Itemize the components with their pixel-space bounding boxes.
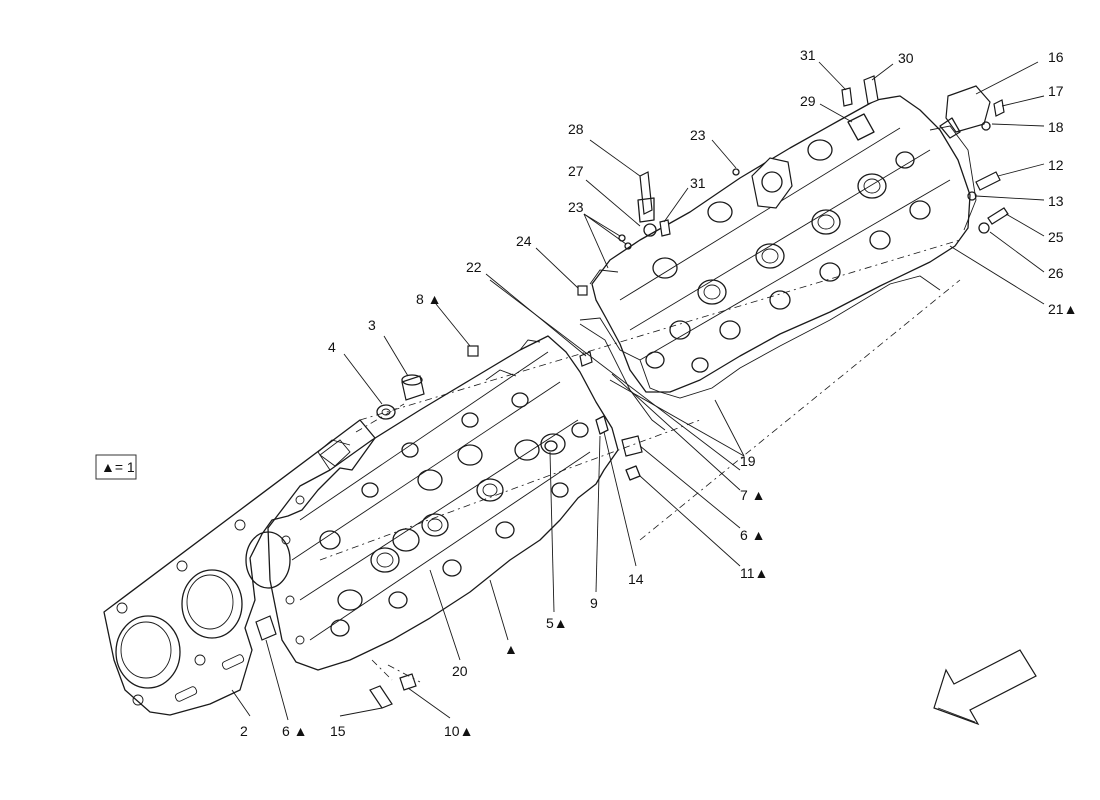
callout-4: 4 xyxy=(328,339,336,355)
callout-7: 7 ▲ xyxy=(740,487,766,503)
callout-18: 18 xyxy=(1048,119,1064,135)
callout-9: 9 xyxy=(590,595,598,611)
callout-30: 30 xyxy=(898,50,914,66)
callout-13: 13 xyxy=(1048,193,1064,209)
callout-23-top: 23 xyxy=(690,127,706,143)
front-direction-arrow-icon xyxy=(933,649,1037,726)
callout-6-left: 6 ▲ xyxy=(282,723,308,739)
small-parts xyxy=(255,75,1009,709)
callout-12: 12 xyxy=(1048,157,1064,173)
callout-28: 28 xyxy=(568,121,584,137)
right-cylinder-head xyxy=(579,95,977,431)
callout-16: 16 xyxy=(1048,49,1064,65)
callout-19: 19 xyxy=(740,453,756,469)
callout-27: 27 xyxy=(568,163,584,179)
legend-text: ▲= 1 xyxy=(101,459,135,475)
callout-14: 14 xyxy=(628,571,644,587)
callout-20: 20 xyxy=(452,663,468,679)
head-gasket xyxy=(103,419,376,716)
callout-15: 15 xyxy=(330,723,346,739)
callout-21: 21▲ xyxy=(1048,301,1077,317)
callout-22: 22 xyxy=(466,259,482,275)
callout-24: 24 xyxy=(516,233,532,249)
left-cylinder-head xyxy=(267,335,619,671)
callout-26: 26 xyxy=(1048,265,1064,281)
callout-labels: 31 30 16 17 18 29 12 13 25 26 21▲ 28 23 … xyxy=(240,47,1077,739)
callout-25: 25 xyxy=(1048,229,1064,245)
callout-17: 17 xyxy=(1048,83,1064,99)
callout-11: 11▲ xyxy=(740,565,768,581)
callout-10: 10▲ xyxy=(444,723,473,739)
callout-3: 3 xyxy=(368,317,376,333)
callout-23-left: 23 xyxy=(568,199,584,215)
callout-8: 8 ▲ xyxy=(416,291,442,307)
callout-5: 5▲ xyxy=(546,615,568,631)
callout-6-right: 6 ▲ xyxy=(740,527,766,543)
assembly-axes xyxy=(319,239,961,683)
callout-2: 2 xyxy=(240,723,248,739)
leader-lines xyxy=(231,61,1045,721)
callout-31: 31 xyxy=(800,47,816,63)
callout-31-left: 31 xyxy=(690,175,706,191)
callout-29: 29 xyxy=(800,93,816,109)
callout-triangle: ▲ xyxy=(504,641,518,657)
legend: ▲= 1 xyxy=(95,454,137,480)
legend-box xyxy=(95,454,137,480)
